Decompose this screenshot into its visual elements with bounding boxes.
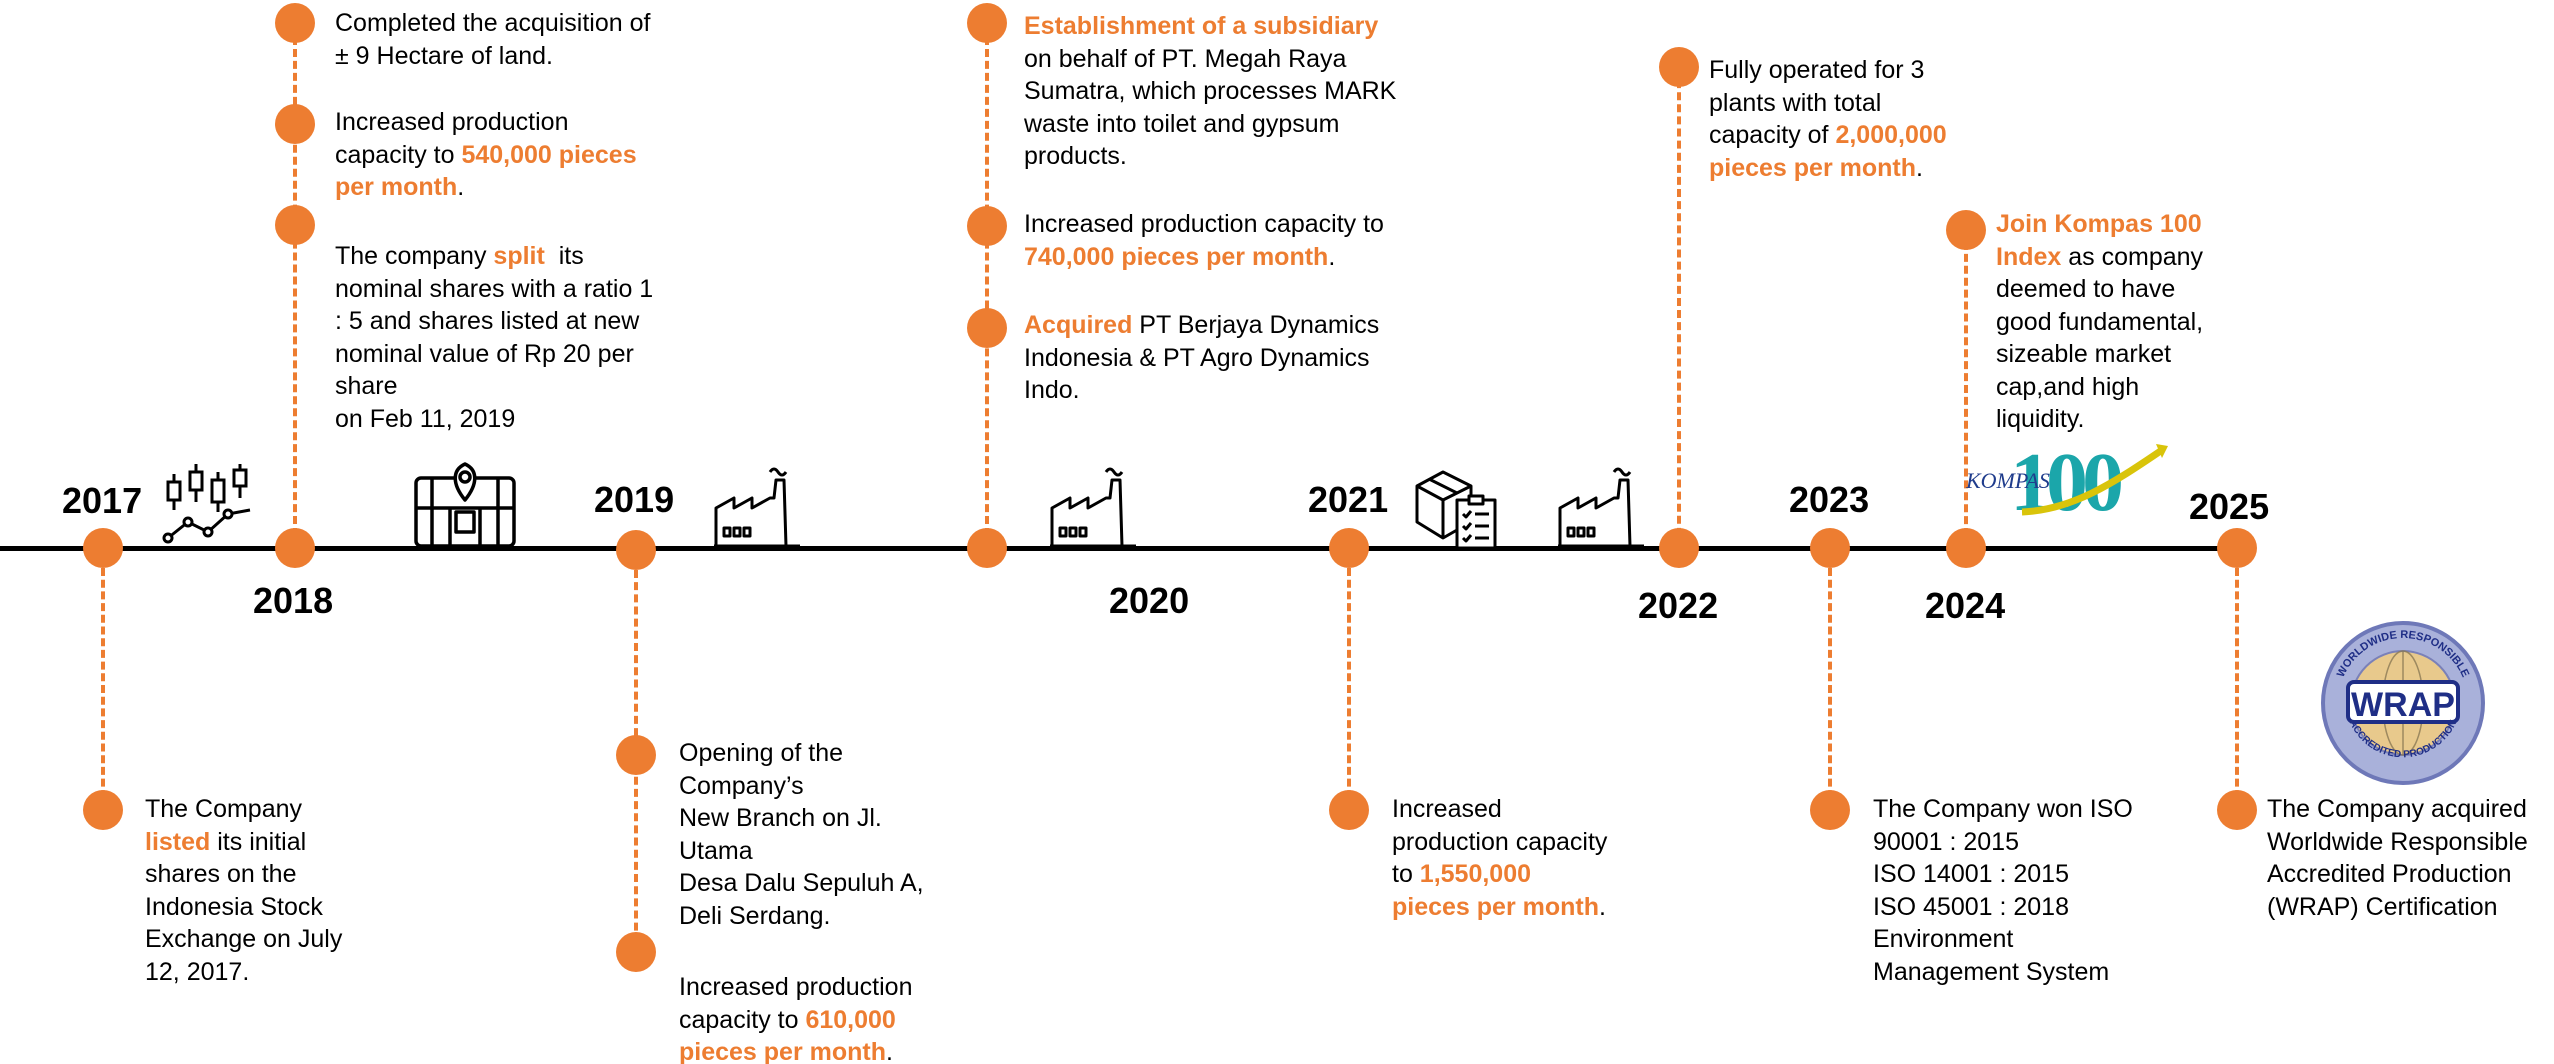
axis-dot-2019 <box>616 530 656 570</box>
event-dot-2020-subsidiary <box>967 3 1007 43</box>
event-dot-2025-wrap <box>2217 790 2257 830</box>
event-text-2020-subsidiary: Establishment of a subsidiary on behalf … <box>1024 12 1397 170</box>
event-dot-2017-listing <box>83 790 123 830</box>
year-label-2025: 2025 <box>2189 486 2270 527</box>
event-text-2017-listing: The Company listed its initial shares on… <box>145 795 343 986</box>
axis-dot-2025 <box>2217 528 2257 568</box>
wrap-seal-logo: WRAP WORLDWIDE RESPONSIBLE ACCREDITED PR… <box>2321 621 2485 785</box>
package-checklist-icon <box>1415 470 1497 550</box>
event-text-2019-capacity: Increased production capacity to 610,000… <box>679 973 913 1064</box>
event-dot-2018-capacity <box>275 104 315 144</box>
event-text-2024-kompas: Join Kompas 100 Index as company deemed … <box>1996 210 2204 433</box>
event-text-2020-acquired: Acquired PT Berjaya Dynamics Indonesia &… <box>1024 311 1380 404</box>
location-map-icon <box>414 462 516 548</box>
event-text-2022-plants: Fully operated for 3 plants with total c… <box>1709 56 1947 182</box>
event-text-2018-capacity: Increased production capacity to 540,000… <box>335 108 637 201</box>
event-dot-2019-capacity <box>616 932 656 972</box>
event-dot-2022-plants <box>1659 47 1699 87</box>
axis-dot-2023 <box>1810 528 1850 568</box>
axis-dot-2020 <box>967 528 1007 568</box>
year-label-2017: 2017 <box>62 480 143 521</box>
axis-dot-2024 <box>1946 528 1986 568</box>
axis-dot-2021 <box>1329 528 1369 568</box>
year-label-2023: 2023 <box>1789 479 1870 520</box>
year-label-2020: 2020 <box>1109 580 1190 621</box>
kompas-100-logo: 100 KOMPAS <box>1965 440 2168 520</box>
factory-icon <box>714 467 800 548</box>
event-text-2018-split: The company split its nominal shares wit… <box>335 242 654 433</box>
axis-dot-2018 <box>275 528 315 568</box>
connector-2024 <box>1964 230 1968 548</box>
year-label-2021: 2021 <box>1308 479 1389 520</box>
event-text-2018-land: Completed the acquisition of ± 9 Hectare… <box>335 9 651 70</box>
stock-chart-icon <box>162 464 252 550</box>
event-dot-2021-capacity <box>1329 790 1369 830</box>
axis-dot-2022 <box>1659 528 1699 568</box>
factory-icon <box>1050 467 1136 548</box>
connector-2017 <box>101 568 105 810</box>
event-text-2023-iso: The Company won ISO 90001 : 2015 ISO 140… <box>1873 795 2133 986</box>
event-dot-2020-acquired <box>967 308 1007 348</box>
event-dot-2018-land <box>275 3 315 43</box>
connector-2018 <box>293 25 297 548</box>
event-text-2019-branch: Opening of the Company’s New Branch on J… <box>679 739 924 930</box>
axis-dot-2017 <box>83 528 123 568</box>
factory-icon <box>1558 467 1644 548</box>
event-dot-2024-kompas <box>1946 210 1986 250</box>
wrap-center-text: WRAP <box>2351 686 2455 724</box>
connector-2023 <box>1828 568 1832 810</box>
year-label-2018: 2018 <box>253 580 334 621</box>
connector-2025 <box>2235 568 2239 810</box>
year-label-2024: 2024 <box>1925 585 2006 626</box>
connector-2022 <box>1677 68 1681 548</box>
event-text-2021-capacity: Increased production capacity to 1,550,0… <box>1392 795 1608 921</box>
event-dot-2023-iso <box>1810 790 1850 830</box>
connector-2021 <box>1347 568 1351 810</box>
event-dot-2018-split <box>275 205 315 245</box>
connector-2020 <box>985 25 989 548</box>
event-dot-2020-capacity <box>967 206 1007 246</box>
year-label-2019: 2019 <box>594 479 675 520</box>
event-text-2025-wrap: The Company acquired Worldwide Responsib… <box>2267 795 2528 921</box>
timeline-axis <box>0 546 2225 551</box>
year-label-2022: 2022 <box>1638 585 1719 626</box>
event-text-2020-capacity: Increased production capacity to 740,000… <box>1024 210 1384 271</box>
kompas-word: KOMPAS <box>1965 468 2050 493</box>
kompas-number: 100 <box>2010 440 2121 520</box>
event-dot-2019-branch <box>616 735 656 775</box>
